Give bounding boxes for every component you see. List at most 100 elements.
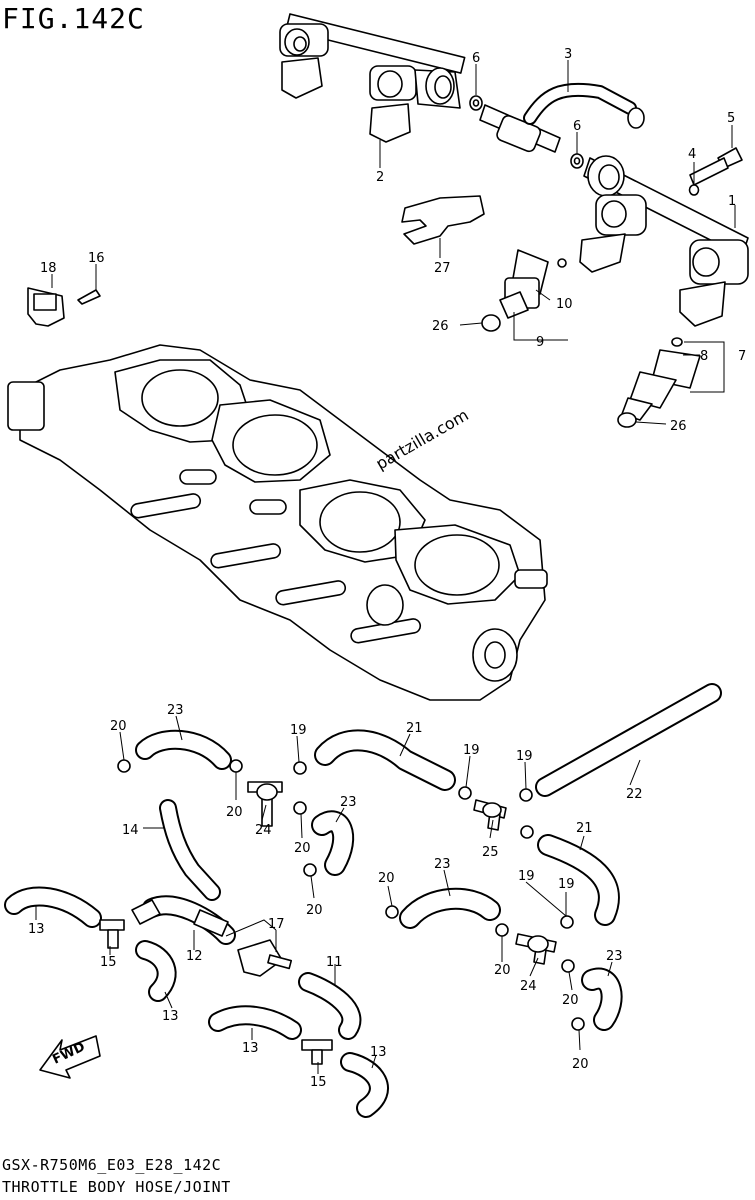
- callout-19c[interactable]: 19: [516, 749, 533, 764]
- callout-26b[interactable]: 26: [670, 419, 687, 434]
- clamp[interactable]: [571, 1017, 585, 1031]
- callout-24a[interactable]: 24: [255, 823, 272, 838]
- callout-12[interactable]: 12: [186, 949, 203, 964]
- callout-20c[interactable]: 20: [294, 841, 311, 856]
- throttle-body[interactable]: [7, 344, 548, 701]
- check-valve[interactable]: [237, 939, 293, 977]
- callout-4[interactable]: 4: [688, 147, 696, 162]
- clamp[interactable]: [458, 786, 472, 800]
- callout-2[interactable]: 2: [376, 170, 384, 185]
- callout-19b[interactable]: 19: [463, 743, 480, 758]
- o-ring-upper[interactable]: [469, 95, 483, 111]
- hose-23-a[interactable]: [135, 729, 232, 770]
- callout-5[interactable]: 5: [727, 111, 735, 126]
- callout-19d[interactable]: 19: [518, 869, 535, 884]
- callout-15b[interactable]: 15: [310, 1075, 327, 1090]
- hose-11[interactable]: [298, 972, 362, 1040]
- clamp[interactable]: [385, 905, 399, 919]
- callout-21a[interactable]: 21: [406, 721, 423, 736]
- callout-22[interactable]: 22: [626, 787, 643, 802]
- hose-13-c[interactable]: [208, 1005, 302, 1040]
- hose-23-d[interactable]: [581, 967, 623, 1031]
- callout-14[interactable]: 14: [122, 823, 139, 838]
- hose-21-a[interactable]: [314, 729, 456, 791]
- clamp[interactable]: [561, 959, 575, 973]
- clamp[interactable]: [117, 759, 131, 773]
- callout-7[interactable]: 7: [738, 349, 746, 364]
- callout-23a[interactable]: 23: [167, 703, 184, 718]
- callout-13a[interactable]: 13: [28, 922, 45, 937]
- cushion-seal-lower[interactable]: [617, 412, 637, 428]
- cushion-seal-upper[interactable]: [481, 314, 501, 332]
- clamp[interactable]: [293, 801, 307, 815]
- callout-27[interactable]: 27: [434, 261, 451, 276]
- injector-upper[interactable]: [499, 249, 567, 319]
- hose-14[interactable]: [159, 799, 221, 901]
- joint-24-a[interactable]: [247, 781, 283, 827]
- clamp[interactable]: [229, 759, 243, 773]
- callout-9[interactable]: 9: [536, 335, 544, 350]
- hose-13-d[interactable]: [340, 1052, 389, 1118]
- fuel-rail-lower[interactable]: [579, 155, 749, 327]
- clamp[interactable]: [520, 825, 534, 839]
- hose-13-b[interactable]: [135, 940, 177, 1002]
- figure-title: FIG.142C: [2, 2, 145, 35]
- callout-25[interactable]: 25: [482, 845, 499, 860]
- joint-25[interactable]: [473, 799, 507, 831]
- callout-3[interactable]: 3: [564, 47, 572, 62]
- pipe-joint[interactable]: [131, 899, 229, 937]
- callout-11[interactable]: 11: [326, 955, 343, 970]
- washer[interactable]: [688, 184, 700, 196]
- callout-19a[interactable]: 19: [290, 723, 307, 738]
- callout-20g[interactable]: 20: [562, 993, 579, 1008]
- callout-20b[interactable]: 20: [226, 805, 243, 820]
- callout-21b[interactable]: 21: [576, 821, 593, 836]
- fuel-clamp[interactable]: [401, 195, 485, 245]
- joint-15-b[interactable]: [301, 1039, 333, 1065]
- callout-16[interactable]: 16: [88, 251, 105, 266]
- callout-26a[interactable]: 26: [432, 319, 449, 334]
- footer-code: GSX-R750M6_E03_E28_142C: [2, 1156, 222, 1174]
- joint-15-a[interactable]: [99, 919, 125, 949]
- callout-20a[interactable]: 20: [110, 719, 127, 734]
- hose-22[interactable]: [535, 683, 722, 797]
- fuel-rail-upper[interactable]: [279, 13, 466, 143]
- callout-13b[interactable]: 13: [162, 1009, 179, 1024]
- callout-19e[interactable]: 19: [558, 877, 575, 892]
- callout-20e[interactable]: 20: [378, 871, 395, 886]
- sensor-screw[interactable]: [77, 289, 101, 305]
- fuel-joint-pipe[interactable]: [479, 82, 645, 153]
- hose-13-a[interactable]: [4, 886, 102, 928]
- clamp[interactable]: [495, 923, 509, 937]
- callout-18[interactable]: 18: [40, 261, 57, 276]
- callout-20f[interactable]: 20: [494, 963, 511, 978]
- callout-23c[interactable]: 23: [434, 857, 451, 872]
- clamp[interactable]: [560, 915, 574, 929]
- screw[interactable]: [689, 147, 743, 186]
- callout-20d[interactable]: 20: [306, 903, 323, 918]
- hose-23-c[interactable]: [399, 887, 501, 929]
- o-ring-lower[interactable]: [570, 153, 584, 169]
- clamp[interactable]: [519, 788, 533, 802]
- sensor[interactable]: [27, 287, 65, 327]
- clamp[interactable]: [303, 863, 317, 877]
- joint-24-b[interactable]: [515, 933, 557, 965]
- callout-20h[interactable]: 20: [572, 1057, 589, 1072]
- callout-15a[interactable]: 15: [100, 955, 117, 970]
- callout-13d[interactable]: 13: [370, 1045, 387, 1060]
- callout-8[interactable]: 8: [700, 349, 708, 364]
- callout-23b[interactable]: 23: [340, 795, 357, 810]
- callout-6a[interactable]: 6: [472, 51, 480, 66]
- hose-23-b[interactable]: [311, 810, 355, 876]
- callout-6b[interactable]: 6: [573, 119, 581, 134]
- clamp[interactable]: [293, 761, 307, 775]
- callout-10[interactable]: 10: [556, 297, 573, 312]
- injector-lower[interactable]: [621, 337, 701, 421]
- callout-23d[interactable]: 23: [606, 949, 623, 964]
- callouts: 1 2 3 4 5 6 6 7 8 9 10 11 12 13 13 13 13…: [28, 47, 746, 1090]
- callout-17[interactable]: 17: [268, 917, 285, 932]
- callout-1[interactable]: 1: [728, 194, 736, 209]
- hose-21-b[interactable]: [537, 834, 620, 926]
- callout-24b[interactable]: 24: [520, 979, 537, 994]
- callout-13c[interactable]: 13: [242, 1041, 259, 1056]
